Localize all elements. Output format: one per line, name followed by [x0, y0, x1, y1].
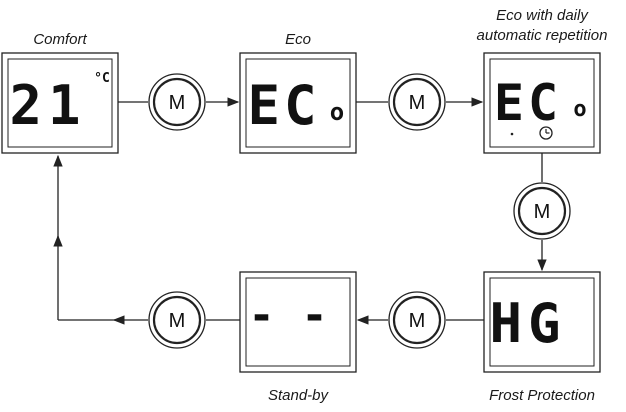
dot-marker: [510, 132, 514, 136]
mode-button-label: M: [169, 92, 186, 114]
display-comfort-digits: 21: [9, 74, 86, 137]
caption-eco-daily-line1: Eco with daily: [496, 7, 589, 24]
mode-button-frost-to-standby[interactable]: M: [388, 291, 446, 349]
caption-standby: Stand-by: [268, 387, 330, 404]
display-eco-main: EC: [247, 74, 320, 137]
display-eco-small: o: [330, 98, 344, 126]
mode-button-eco-to-eco-daily[interactable]: M: [388, 73, 446, 131]
caption-frost-protection: Frost Protection: [489, 387, 595, 404]
caption-eco-daily-line2: automatic repetition: [477, 27, 608, 44]
mode-button-standby-to-comfort[interactable]: M: [148, 291, 206, 349]
display-eco-daily-main: EC: [494, 74, 562, 132]
mode-button-comfort-to-eco[interactable]: M: [148, 73, 206, 131]
display-frost-main: HG: [489, 292, 566, 355]
display-eco-daily-small: o: [573, 97, 586, 122]
mode-button-label: M: [409, 310, 426, 332]
mode-button-eco-daily-to-frost[interactable]: M: [513, 182, 571, 240]
mode-button-label: M: [409, 92, 426, 114]
caption-eco: Eco: [285, 31, 311, 48]
mode-button-label: M: [534, 201, 551, 223]
display-eco: EC o: [239, 52, 357, 154]
display-standby: - -: [239, 271, 357, 373]
display-standby-main: - -: [248, 290, 327, 341]
display-comfort-unit: °C: [94, 71, 110, 86]
caption-comfort: Comfort: [33, 31, 87, 48]
display-eco-daily: EC o: [483, 52, 601, 154]
display-comfort: 21 °C: [1, 52, 119, 154]
mode-button-label: M: [169, 310, 186, 332]
clock-icon: [539, 126, 553, 140]
display-frost-protection: HG: [483, 271, 601, 373]
